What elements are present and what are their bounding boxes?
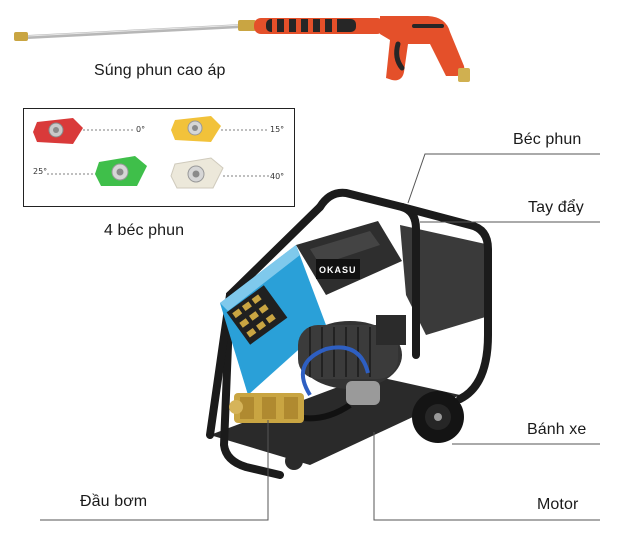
- spray-gun-image: [14, 16, 470, 82]
- motor-unit: [298, 315, 406, 389]
- push-handle-label: Tay đẩy: [528, 199, 584, 216]
- lance-rod: [27, 24, 243, 39]
- blue-hose: [300, 345, 370, 397]
- motor-label: Motor: [537, 496, 579, 513]
- nozzle-set-box: [23, 108, 295, 207]
- rear-panel: [400, 225, 492, 335]
- callout-line-pump-head: [40, 420, 269, 521]
- angle-label-0: 0°: [136, 125, 146, 134]
- lance-coupler: [238, 20, 256, 31]
- lance-tip: [14, 32, 28, 41]
- wheel: [412, 391, 464, 443]
- spray-gun-label: Súng phun cao áp: [94, 62, 226, 79]
- angle-label-25: 25°: [33, 167, 48, 176]
- auxiliary-pump: [346, 381, 380, 405]
- nozzle-part-label: Béc phun: [513, 131, 582, 148]
- machine-base: [210, 375, 460, 465]
- pump-head: [229, 393, 304, 423]
- front-caster: [285, 452, 303, 470]
- nozzle-yellow: [171, 116, 269, 142]
- nozzle-white: [170, 157, 269, 189]
- angle-label-40: 40°: [270, 172, 285, 181]
- gun-swivel: [458, 68, 470, 82]
- nozzles-label: 4 béc phun: [104, 222, 185, 239]
- nozzle-green: [47, 156, 147, 186]
- callout-line-nozzle: [407, 153, 600, 204]
- brand-logo: OKASU: [316, 259, 360, 279]
- angle-label-15: 15°: [270, 125, 285, 134]
- callout-line-motor: [373, 432, 600, 521]
- control-panel: [226, 285, 288, 345]
- wheel-label: Bánh xe: [527, 421, 587, 438]
- nozzle-set-image: [33, 116, 269, 189]
- pump-head-label: Đầu bơm: [80, 493, 148, 510]
- gun-trigger: [394, 41, 405, 71]
- nozzle-red: [33, 118, 135, 144]
